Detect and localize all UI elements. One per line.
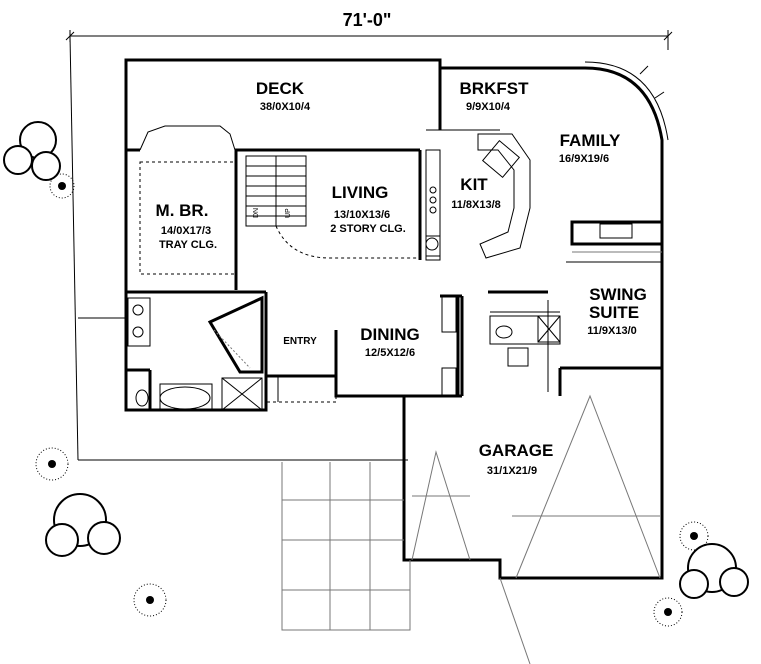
stairs-down-label: DN bbox=[253, 208, 260, 218]
family-name: FAMILY bbox=[560, 131, 621, 150]
swing-suite-bath bbox=[489, 300, 561, 392]
swing-suite-name-line2: SUITE bbox=[589, 303, 639, 322]
dining-dims: 12/5X12/6 bbox=[365, 347, 415, 359]
palm-icon bbox=[35, 447, 69, 481]
master-bedroom-tray bbox=[124, 160, 237, 286]
kitchen-fixtures bbox=[425, 129, 531, 261]
dining-name: DINING bbox=[360, 325, 420, 344]
deck-dims: 38/0X10/4 bbox=[260, 101, 311, 113]
living-name: LIVING bbox=[332, 183, 389, 202]
master-bedroom-ceiling-note: TRAY CLG. bbox=[159, 239, 217, 251]
swing-suite-name-line1: SWING bbox=[589, 285, 647, 304]
garage-dims: 31/1X21/9 bbox=[487, 465, 537, 477]
palm-icon bbox=[49, 173, 75, 199]
tree-icons bbox=[3, 121, 749, 627]
master-bedroom-name: M. BR. bbox=[156, 201, 209, 220]
overall-width-label: 71'-0" bbox=[343, 10, 392, 30]
overall-dimension: 71'-0" bbox=[65, 8, 673, 42]
garage-name: GARAGE bbox=[479, 441, 554, 460]
deck-area bbox=[124, 58, 442, 150]
site-lines bbox=[69, 35, 669, 461]
fireplace bbox=[566, 220, 664, 263]
breakfast-family-exterior bbox=[438, 60, 669, 260]
kit-name: KIT bbox=[460, 175, 488, 194]
dining-entry-details bbox=[265, 295, 457, 403]
living-dims: 13/10X13/6 bbox=[334, 209, 390, 221]
master-bedroom-dims: 14/0X17/3 bbox=[161, 225, 211, 237]
shrub-icon bbox=[679, 543, 749, 599]
stairs: DN UP bbox=[245, 155, 420, 259]
garage bbox=[402, 368, 664, 580]
house-walls bbox=[124, 125, 664, 412]
palm-icon bbox=[133, 583, 167, 617]
entry-name: ENTRY bbox=[283, 336, 317, 347]
living-ceiling-note: 2 STORY CLG. bbox=[330, 223, 406, 235]
swing-suite-dims: 11/9X13/0 bbox=[587, 325, 637, 337]
shrub-icon bbox=[45, 493, 121, 557]
brkfst-dims: 9/9X10/4 bbox=[466, 101, 511, 113]
kit-dims: 11/8X13/8 bbox=[451, 199, 501, 211]
palm-icon bbox=[679, 521, 709, 551]
deck-name: DECK bbox=[256, 79, 305, 98]
stairs-up-label: UP bbox=[285, 208, 292, 218]
walkway bbox=[281, 462, 531, 664]
master-bath bbox=[126, 295, 264, 411]
brkfst-name: BRKFST bbox=[460, 79, 530, 98]
family-dims: 16/9X19/6 bbox=[559, 153, 609, 165]
palm-icon bbox=[653, 597, 683, 627]
shrub-icon bbox=[3, 121, 61, 181]
